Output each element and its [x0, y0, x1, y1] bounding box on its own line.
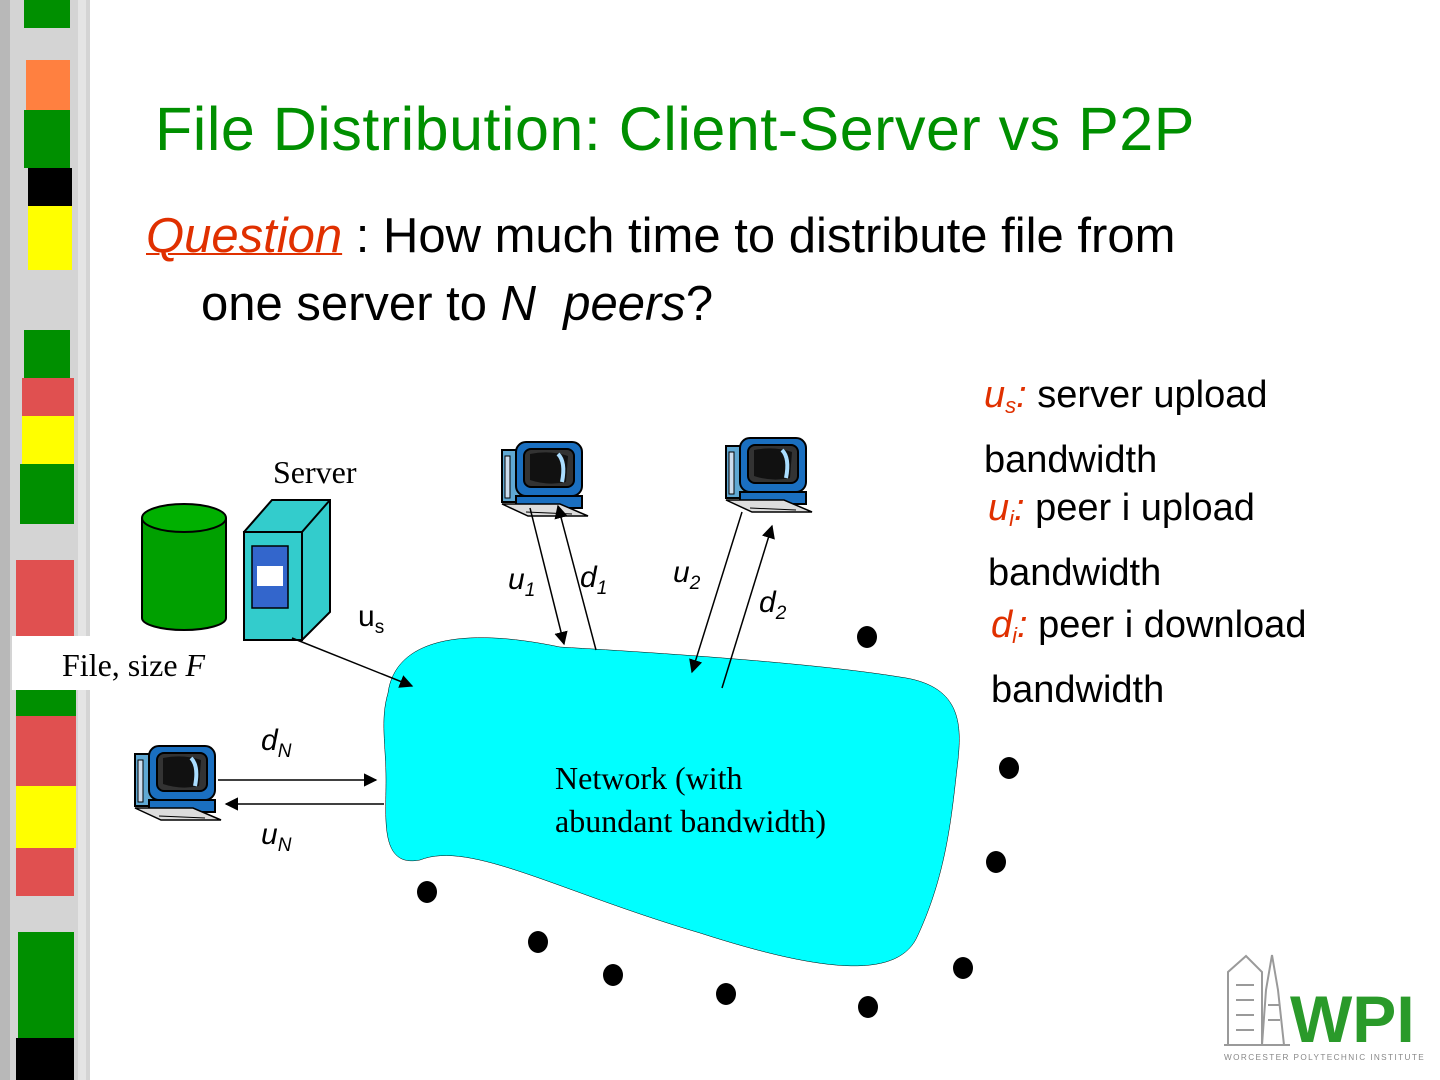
label-us: us: [358, 600, 385, 638]
wpi-logo-caption: WORCESTER POLYTECHNIC INSTITUTE: [1224, 1053, 1425, 1062]
slide-title: File Distribution: Client-Server vs P2P: [155, 95, 1195, 163]
file-database-icon: [141, 503, 227, 631]
u1-arrow: [529, 507, 568, 646]
question-separator: :: [342, 209, 383, 263]
u2-arrow: [689, 511, 743, 674]
legend-di: di: peer i download bandwidth: [991, 604, 1307, 711]
label-uN: uN: [261, 818, 292, 856]
label-dN: dN: [261, 724, 292, 762]
d1-arrow: [554, 504, 597, 651]
question-label: Question: [146, 209, 343, 263]
question-text-2: one server to: [201, 277, 501, 331]
file-label: File, size F: [62, 647, 206, 683]
legend-ui: ui: peer i upload bandwidth: [988, 487, 1255, 594]
server-label: Server: [273, 454, 357, 490]
label-d2: d2: [759, 586, 787, 624]
question-n: N: [500, 277, 536, 331]
wpi-logo-icon: WPI WORCESTER POLYTECHNIC INSTITUTE: [1224, 954, 1425, 1062]
label-u1: u1: [508, 563, 536, 601]
peer-n-computer-icon: [133, 744, 223, 822]
peer-2-computer-icon: [724, 436, 814, 514]
server-upload-arrow: [291, 637, 414, 688]
question-text-1: How much time to distribute file from: [382, 209, 1176, 263]
question-line-2: one server to N peers?: [201, 276, 713, 332]
label-d1: d1: [580, 561, 608, 599]
question-line-1: Question : How much time to distribute f…: [146, 208, 1175, 264]
question-peers: peers: [563, 277, 686, 331]
file-label-box: [12, 636, 240, 690]
network-cloud: [383, 637, 960, 967]
d2-arrow: [721, 524, 775, 689]
label-u2: u2: [673, 556, 701, 594]
decorative-left-strip: [0, 0, 90, 1080]
network-label: Network (with abundant bandwidth): [555, 760, 827, 839]
server-icon: [242, 499, 331, 642]
peer-1-computer-icon: [500, 440, 590, 518]
more-peers-dots: [417, 626, 1019, 1018]
question-mark: ?: [685, 277, 714, 331]
legend-us: us: server upload bandwidth: [984, 374, 1268, 481]
wpi-logo-text: WPI: [1290, 982, 1415, 1056]
